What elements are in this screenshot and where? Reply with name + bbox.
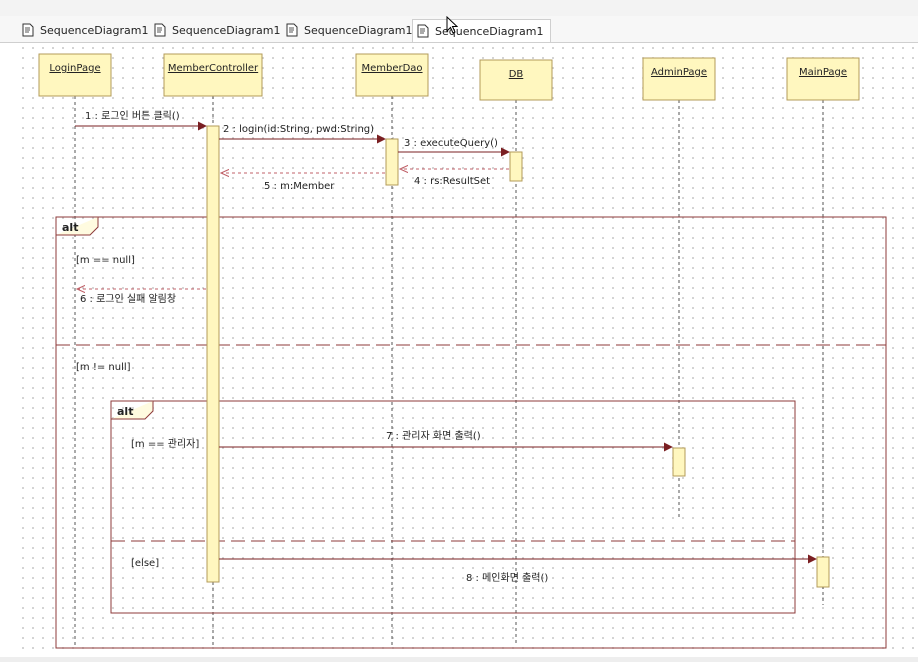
- message-label: 4 : rs:ResultSet: [414, 176, 490, 187]
- message-4[interactable]: 4 : rs:ResultSet: [400, 169, 509, 187]
- fragment-frame: [55, 216, 887, 649]
- tab-label: SequenceDiagram1: [172, 23, 281, 37]
- lifeline-name: DB: [509, 69, 524, 80]
- guard-condition-label: [m != null]: [76, 362, 131, 373]
- message-6[interactable]: 6 : 로그인 실패 알림창: [77, 289, 206, 305]
- lifeline-memberdao[interactable]: MemberDao: [355, 53, 429, 645]
- lifeline-head-box: [163, 53, 263, 97]
- diagram-document-icon: [22, 23, 34, 37]
- messages-layer: 1 : 로그인 버튼 클릭() 2 : login(id:String, pwd:…: [75, 110, 817, 584]
- activation-bar: [672, 447, 686, 477]
- activation-bar: [385, 138, 399, 186]
- lifeline-name: MemberDao: [361, 63, 422, 74]
- tab-sequence-diagram-4[interactable]: SequenceDiagram1: [412, 19, 551, 42]
- message-5[interactable]: 5 : m:Member: [221, 173, 385, 192]
- mouse-cursor-icon: [446, 16, 458, 34]
- guard-condition-label: [else]: [131, 558, 159, 569]
- tab-label: SequenceDiagram1: [435, 24, 544, 38]
- message-2[interactable]: 2 : login(id:String, pwd:String): [219, 124, 386, 144]
- message-label: 3 : executeQuery(): [404, 138, 498, 149]
- lifeline-loginpage[interactable]: LoginPage: [38, 53, 112, 645]
- lifeline-name: LoginPage: [49, 63, 100, 74]
- tab-bar: SequenceDiagram1 SequenceDiagram1 Sequen…: [0, 16, 918, 43]
- diagram-document-icon: [417, 24, 429, 38]
- tab-sequence-diagram-1[interactable]: SequenceDiagram1: [18, 19, 149, 41]
- lifeline-name: AdminPage: [651, 67, 707, 78]
- diagram-document-icon: [286, 23, 298, 37]
- message-label: 5 : m:Member: [264, 181, 335, 192]
- lifeline-head-box: [355, 53, 429, 97]
- message-1[interactable]: 1 : 로그인 버튼 클릭(): [75, 110, 207, 131]
- message-label: 1 : 로그인 버튼 클릭(): [85, 110, 180, 122]
- alt-fragment-outer[interactable]: alt [m == null] [m != null]: [55, 216, 887, 649]
- tab-sequence-diagram-3[interactable]: SequenceDiagram1: [282, 19, 413, 41]
- diagram-canvas[interactable]: [18, 43, 916, 657]
- diagram-document-icon: [154, 23, 166, 37]
- message-label: 8 : 메인화면 출력(): [466, 572, 548, 584]
- message-7[interactable]: 7 : 관리자 화면 출력(): [219, 430, 673, 452]
- lifeline-mainpage[interactable]: MainPage: [786, 57, 860, 605]
- message-label: 6 : 로그인 실패 알림창: [80, 293, 176, 305]
- message-3[interactable]: 3 : executeQuery(): [398, 138, 510, 157]
- alt-fragment-inner[interactable]: alt [m == 관리자] [else]: [110, 400, 796, 614]
- fragment-operator-label: alt: [117, 405, 133, 418]
- message-label: 7 : 관리자 화면 출력(): [386, 430, 481, 442]
- activations-layer: [206, 125, 830, 588]
- lifeline-head-box: [479, 59, 553, 101]
- lifeline-head-box: [38, 53, 112, 97]
- tab-label: SequenceDiagram1: [304, 23, 413, 37]
- lifeline-name: MemberController: [168, 63, 259, 74]
- lifeline-name: MainPage: [799, 67, 847, 78]
- tab-label: SequenceDiagram1: [40, 23, 149, 37]
- message-label: 2 : login(id:String, pwd:String): [223, 124, 374, 135]
- lifeline-head-box: [642, 57, 716, 101]
- fragment-tab: [56, 217, 99, 236]
- activation-bar: [206, 125, 220, 583]
- lifeline-head-box: [786, 57, 860, 101]
- bottom-strip: [0, 657, 918, 662]
- message-8[interactable]: 8 : 메인화면 출력(): [219, 554, 817, 584]
- tab-sequence-diagram-2[interactable]: SequenceDiagram1: [150, 19, 281, 41]
- guard-condition-label: [m == 관리자]: [131, 438, 199, 450]
- fragment-frame: [110, 400, 796, 614]
- activation-bar: [816, 556, 830, 588]
- lifeline-db[interactable]: DB: [479, 59, 553, 645]
- fragment-operator-label: alt: [62, 221, 78, 234]
- fragments-layer: alt [m == null] [m != null] alt [m == 관리자] [e…: [55, 216, 887, 649]
- fragment-tab: [111, 401, 154, 420]
- guard-condition-label: [m == null]: [76, 255, 135, 266]
- activation-bar: [509, 151, 523, 182]
